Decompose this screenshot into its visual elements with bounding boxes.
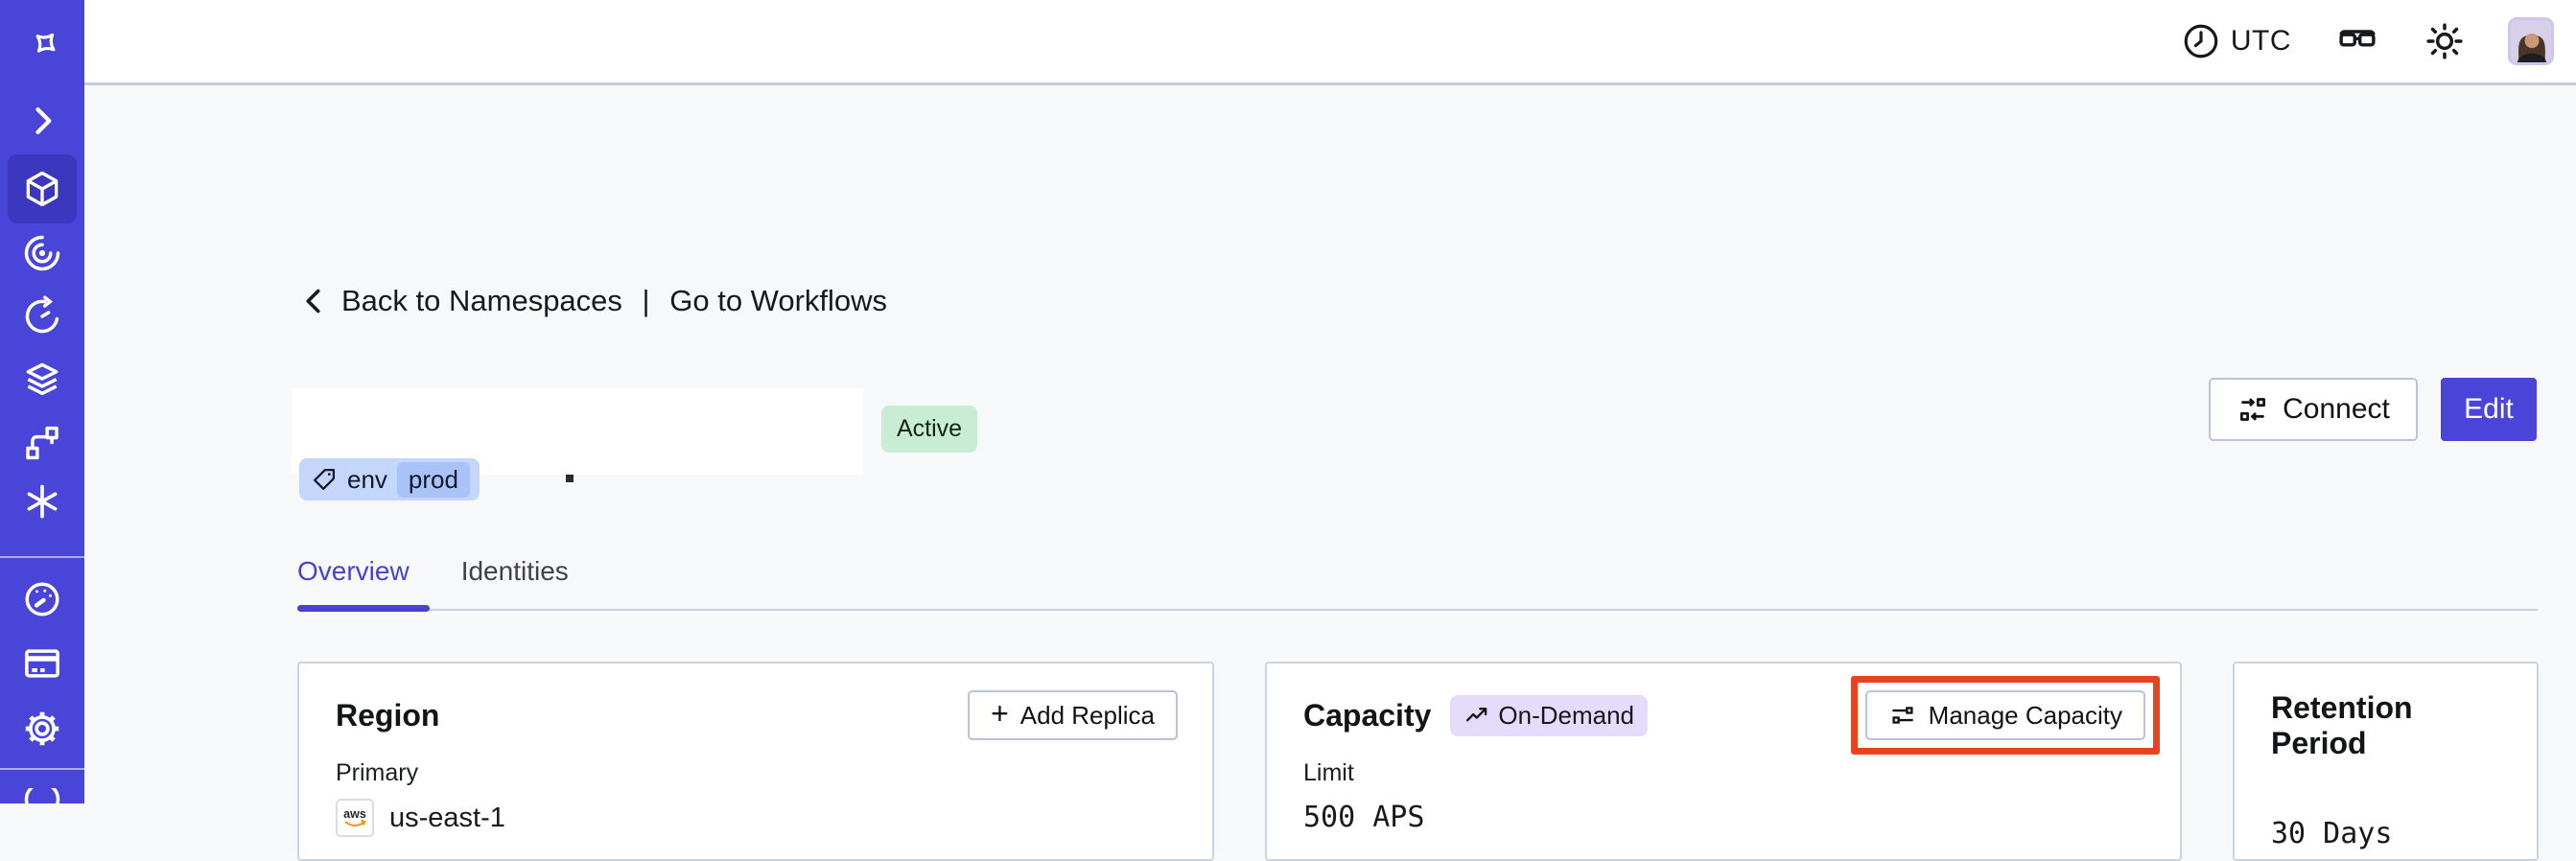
tag-icon (311, 466, 338, 493)
plus-icon: + (991, 696, 1009, 732)
temporal-logo-icon (19, 24, 65, 70)
manage-capacity-button-label: Manage Capacity (1929, 701, 2122, 731)
tab-divider (297, 609, 2538, 611)
connect-button[interactable]: Connect (2209, 378, 2418, 441)
namespace-tag: env prod (299, 458, 480, 500)
breadcrumb-separator: | (643, 284, 650, 317)
back-chevron-icon (297, 284, 332, 318)
sidebar-item-workflows[interactable] (19, 230, 65, 276)
on-demand-badge-label: On-Demand (1498, 701, 1634, 731)
region-primary-label: Primary (336, 759, 1178, 787)
retention-card: Retention Period 30 Days (2233, 662, 2539, 861)
sidebar-divider (0, 768, 84, 770)
sidebar-divider (0, 556, 84, 558)
connect-icon (2236, 393, 2269, 426)
aws-provider-icon: aws (336, 799, 374, 837)
timezone-label: UTC (2231, 25, 2291, 58)
retention-value: 30 Days (2271, 817, 2502, 850)
sidebar-item-batch-operations[interactable] (19, 357, 65, 403)
status-badge: Active (881, 406, 977, 453)
aws-logo-text: aws (343, 807, 366, 821)
title-text-remnant (566, 475, 574, 482)
sidebar-item-billing[interactable] (19, 640, 65, 686)
active-tab-indicator (297, 605, 430, 612)
sidebar-item-account[interactable] (19, 788, 65, 803)
capacity-card: Capacity On-Demand Manage Capacity (1265, 662, 2182, 861)
capacity-limit-label: Limit (1303, 759, 2145, 787)
timezone-selector[interactable]: UTC (2181, 21, 2291, 61)
tag-value: prod (397, 462, 470, 498)
theme-toggle[interactable] (2424, 20, 2466, 62)
sidebar-item-deployments[interactable] (19, 420, 65, 466)
edit-button[interactable]: Edit (2441, 378, 2537, 441)
add-replica-button-label: Add Replica (1020, 701, 1155, 731)
trending-up-icon (1464, 702, 1490, 729)
avatar-image (2511, 20, 2553, 64)
capacity-card-title: Capacity (1303, 698, 1431, 733)
sidebar-item-settings[interactable] (19, 706, 65, 752)
sun-icon (2424, 20, 2466, 62)
sidebar (0, 0, 84, 803)
back-to-namespaces-link[interactable]: Back to Namespaces (341, 284, 622, 317)
sidebar-item-schedules[interactable] (19, 293, 65, 339)
region-card-title: Region (336, 698, 439, 733)
add-replica-button[interactable]: + Add Replica (968, 690, 1178, 740)
capacity-value: 500 APS (1303, 801, 2145, 834)
edit-button-label: Edit (2464, 393, 2514, 426)
go-to-workflows-link[interactable]: Go to Workflows (669, 284, 887, 317)
topbar: UTC (84, 0, 2576, 85)
on-demand-badge: On-Demand (1450, 695, 1648, 736)
sidebar-expand-button[interactable] (19, 98, 65, 144)
sidebar-item-namespaces[interactable] (19, 166, 65, 212)
sidebar-item-nexus[interactable] (19, 478, 65, 524)
glasses-icon (2335, 19, 2379, 63)
sliders-icon (1888, 701, 1917, 730)
clock-icon (2181, 21, 2221, 61)
tab-overview[interactable]: Overview (297, 556, 410, 610)
tag-key: env (347, 465, 387, 495)
main-content: Back to Namespaces | Go to Workflows Act… (84, 88, 2576, 803)
status-badge-label: Active (897, 415, 962, 443)
retention-card-title: Retention Period (2271, 690, 2502, 761)
tab-identities[interactable]: Identities (461, 556, 569, 610)
sidebar-item-usage[interactable] (19, 576, 65, 622)
breadcrumb[interactable]: Back to Namespaces | Go to Workflows (297, 284, 887, 318)
manage-capacity-button[interactable]: Manage Capacity (1865, 690, 2145, 740)
user-avatar[interactable] (2508, 17, 2554, 65)
labs-toggle[interactable] (2335, 19, 2379, 63)
region-card: Region + Add Replica Primary aws us-east… (297, 662, 1214, 861)
connect-button-label: Connect (2283, 393, 2390, 426)
region-value: us-east-1 (389, 803, 505, 834)
tab-bar: Overview Identities (297, 556, 569, 610)
